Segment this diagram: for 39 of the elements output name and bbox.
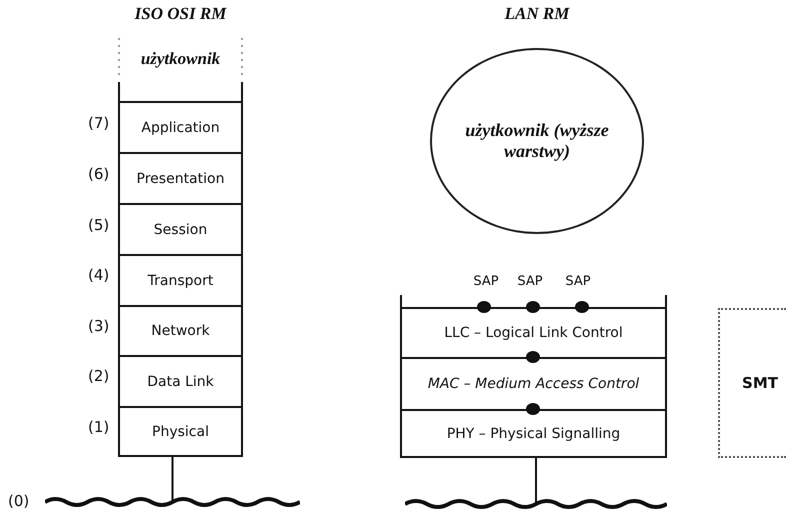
layer-name: Session <box>154 222 208 238</box>
layer-name: Network <box>151 323 210 339</box>
layer-box <box>118 355 243 406</box>
layer-number: (3) <box>88 317 110 335</box>
layer-box <box>118 406 243 457</box>
layer-name: Application <box>141 120 220 136</box>
layer-box <box>118 203 243 254</box>
layer-number: (5) <box>88 216 110 234</box>
connector-line <box>172 457 174 501</box>
access-point-label: SAP <box>564 274 592 289</box>
layer-name: Transport <box>148 272 214 288</box>
access-point-label: SAP <box>472 274 500 289</box>
layer-number: (7) <box>88 114 110 132</box>
connector-line <box>535 458 537 503</box>
layer-number: (0) <box>8 492 30 510</box>
layer-number: (2) <box>88 367 110 385</box>
layer-number: (6) <box>88 165 110 183</box>
layer-number: (4) <box>88 266 110 284</box>
block-name: SMT <box>742 374 778 392</box>
access-point-label: SAP <box>516 274 544 289</box>
layer-box <box>400 409 667 458</box>
layer-name: LLC – Logical Link Control <box>444 325 623 341</box>
user-circle <box>430 48 644 234</box>
layer-box <box>118 101 243 152</box>
layer-name: PHY – Physical Signalling <box>446 426 620 442</box>
layer-name: Physical <box>152 424 209 440</box>
layer-box <box>118 254 243 305</box>
layer-name: Data Link <box>147 374 214 390</box>
layer-box <box>118 305 243 355</box>
layer-name: MAC – Medium Access Control <box>428 376 640 392</box>
management-box <box>718 308 786 458</box>
model-heading: ISO OSI RM <box>134 4 228 24</box>
model-heading: LAN RM <box>504 4 571 24</box>
layer-box <box>118 152 243 203</box>
layer-name: Presentation <box>136 170 224 186</box>
layer-number: (1) <box>88 418 110 436</box>
layer-box <box>400 357 667 409</box>
user-label: użytkownik (wyższe warstwy) <box>464 120 610 162</box>
user-label: użytkownik <box>140 48 220 68</box>
